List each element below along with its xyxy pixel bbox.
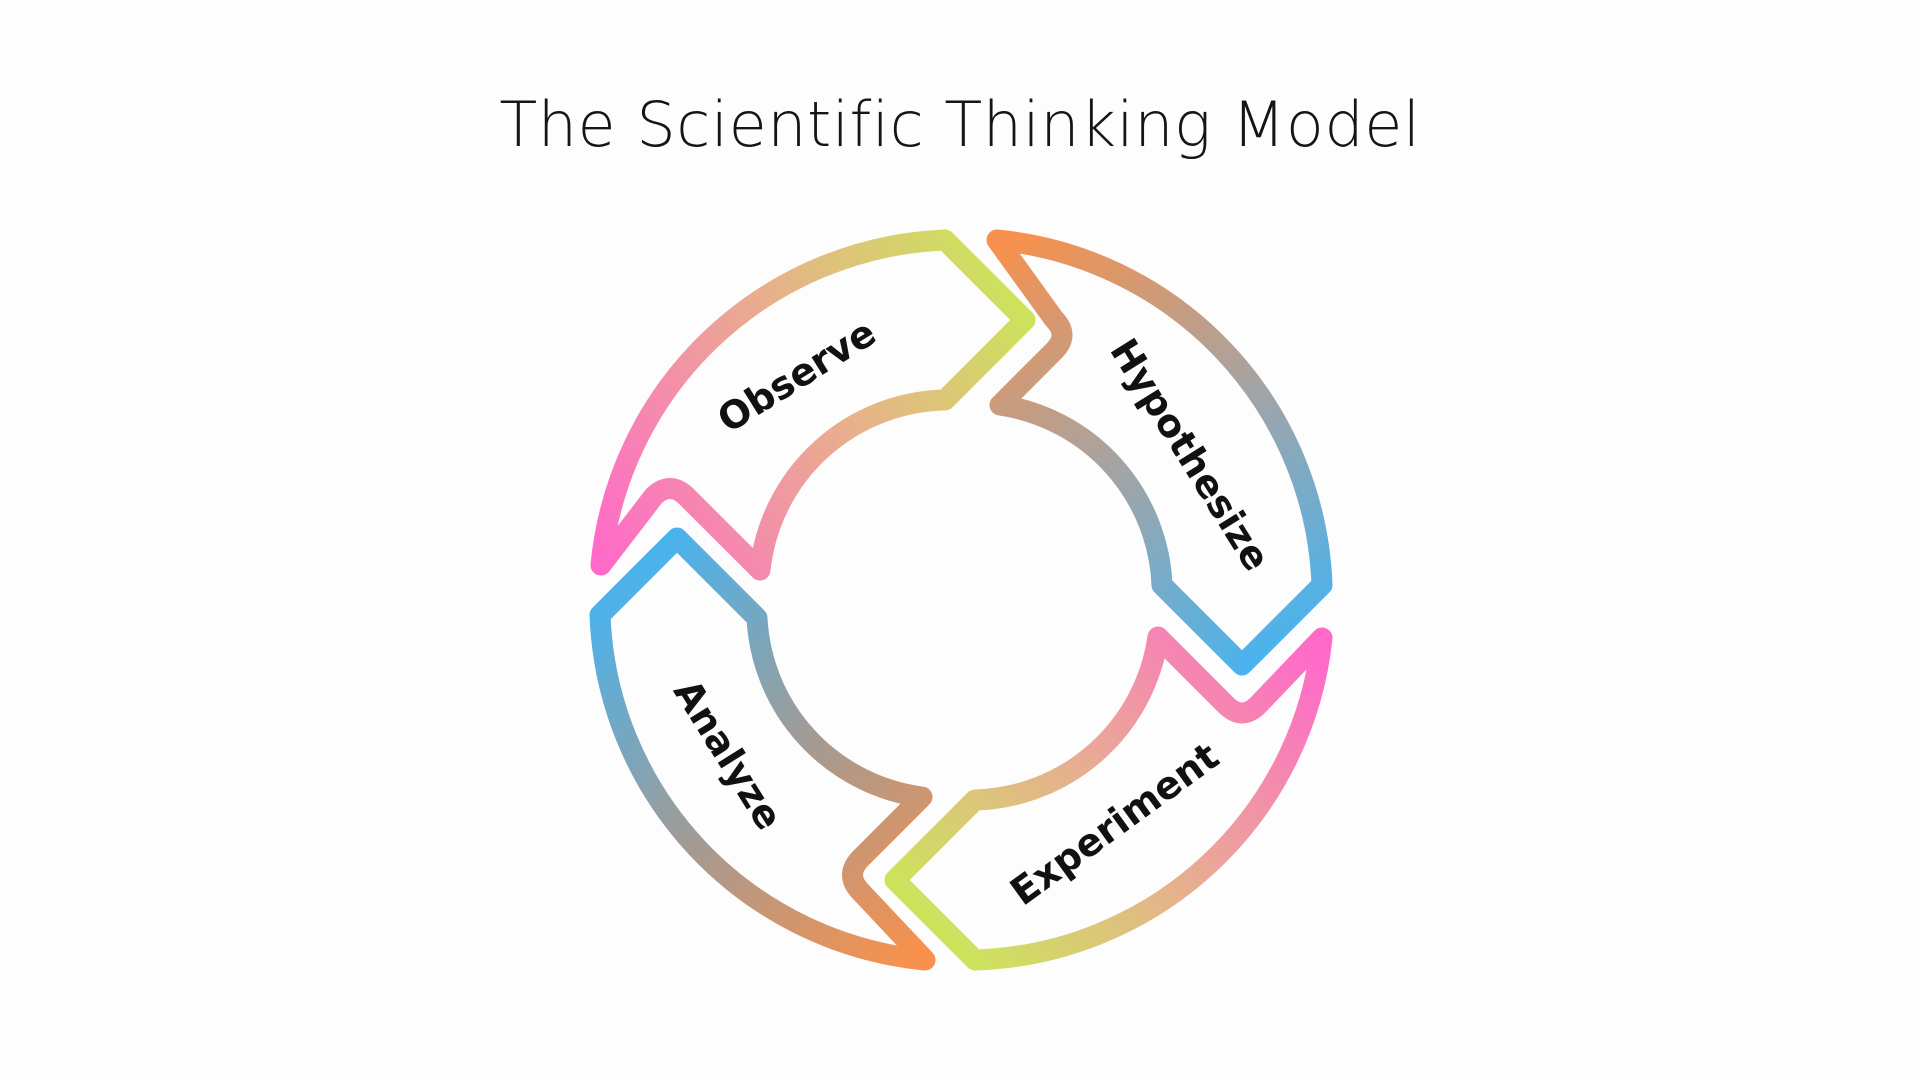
observe-arrow-shape	[590, 229, 1036, 581]
experiment-arrow-shape	[884, 626, 1333, 971]
analyze-arrow-shape	[589, 527, 936, 971]
step-analyze: Analyze	[589, 527, 936, 971]
step-experiment: Experiment	[884, 626, 1333, 971]
step-observe: Observe	[590, 229, 1036, 581]
diagram-title: The Scientific Thinking Model	[499, 88, 1421, 161]
step-hypothesize: Hypothesize	[986, 229, 1333, 676]
hypothesize-arrow-shape	[986, 229, 1333, 676]
